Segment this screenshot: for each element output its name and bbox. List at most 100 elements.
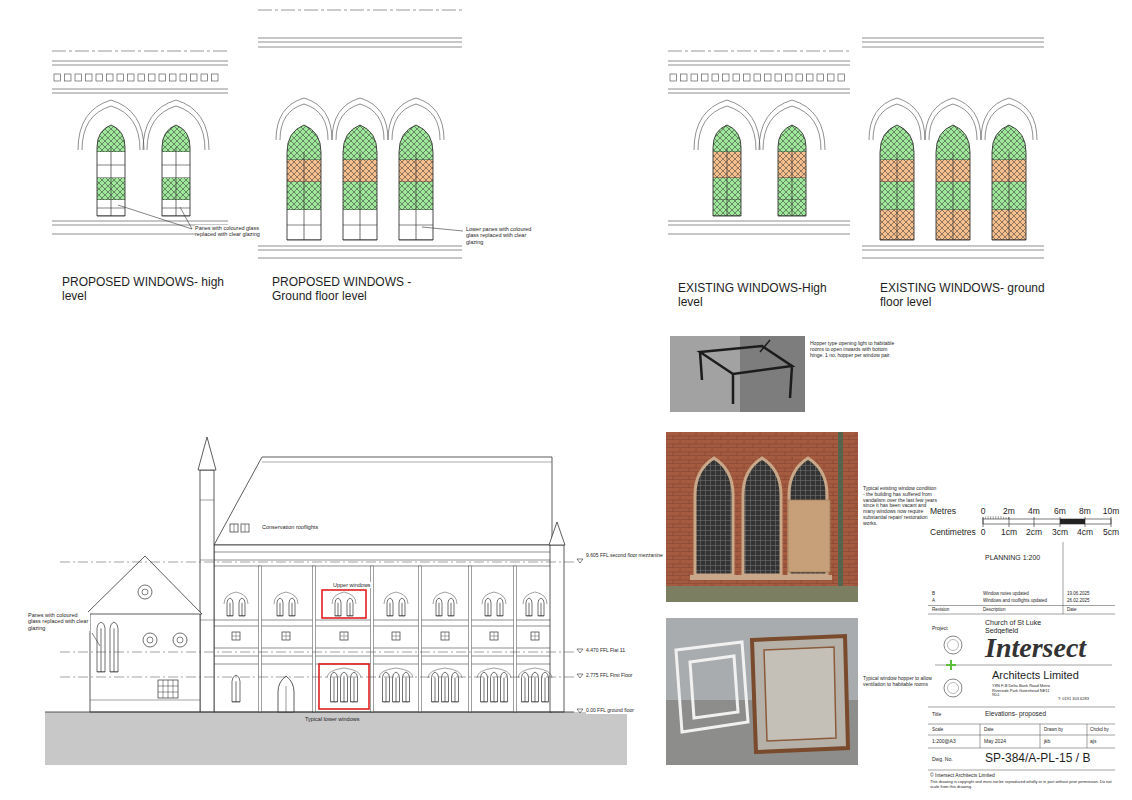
lancet-window bbox=[403, 672, 410, 702]
mullion bbox=[242, 603, 243, 616]
centre-line bbox=[52, 51, 228, 52]
scale-number: 10m bbox=[1103, 507, 1120, 517]
window-frame bbox=[335, 598, 341, 616]
glazing-pane bbox=[289, 598, 295, 616]
window-frame bbox=[97, 622, 105, 672]
church-elevation bbox=[45, 437, 627, 765]
title-block bbox=[928, 515, 1115, 770]
leader-line bbox=[422, 227, 463, 231]
window-frame bbox=[532, 672, 539, 702]
window-glazing bbox=[399, 598, 405, 616]
window-glazing bbox=[277, 598, 283, 616]
table-header-holder: Chckd by bbox=[1090, 727, 1109, 732]
copyright-note: © Intersect Architects Limited bbox=[930, 773, 995, 779]
square-window-bars bbox=[392, 632, 400, 640]
title-block-rule bbox=[935, 665, 1112, 666]
scale-minor-tick bbox=[995, 516, 996, 519]
rose-window bbox=[173, 633, 187, 647]
window-frame bbox=[936, 125, 970, 240]
table-header: Scale bbox=[932, 727, 943, 732]
lancet-window bbox=[239, 598, 245, 616]
small-square-window bbox=[490, 632, 498, 640]
hopper-frame bbox=[700, 346, 792, 404]
mullion bbox=[545, 678, 546, 702]
level-label-holder: 9.605 FFL second floor mezzanine bbox=[586, 553, 664, 559]
scale-tick bbox=[1111, 515, 1112, 527]
scale-number: 1cm bbox=[1001, 528, 1017, 538]
table-cell-holder: Windows and rooflights updated bbox=[983, 598, 1047, 603]
scale-number: 3cm bbox=[1052, 528, 1068, 538]
lancet-window bbox=[335, 598, 341, 616]
window-glazing bbox=[287, 125, 321, 240]
section-heading: EXISTING WINDOWS- ground floor level bbox=[880, 282, 1055, 310]
down-pipe bbox=[838, 432, 843, 602]
lancet-window bbox=[542, 672, 549, 702]
scale-note-holder: PLANNING 1:200 bbox=[985, 554, 1040, 562]
mullion bbox=[439, 603, 440, 616]
scale-minor-tick bbox=[988, 516, 989, 519]
glazing-pane bbox=[331, 672, 338, 702]
table-header-holder: Revision bbox=[932, 607, 949, 612]
lancet-window bbox=[936, 125, 970, 240]
window-frame bbox=[351, 672, 358, 702]
scale-number: 4cm bbox=[1077, 528, 1093, 538]
string-course bbox=[214, 648, 552, 649]
rose-window bbox=[143, 633, 157, 647]
moulding-line bbox=[52, 89, 228, 90]
square-window-bars bbox=[490, 632, 498, 640]
lancet-window bbox=[399, 598, 405, 616]
table-cell: May 2024 bbox=[984, 739, 1006, 745]
window-glazing bbox=[383, 672, 390, 702]
scale-number: 8m bbox=[1079, 507, 1091, 517]
lancet-window bbox=[501, 672, 508, 702]
photo-caption: Typical existing window condition - the … bbox=[863, 486, 939, 526]
window-frame bbox=[778, 125, 806, 216]
window-glazing bbox=[992, 125, 1026, 240]
lancet-window bbox=[227, 598, 233, 616]
lancet-window bbox=[383, 672, 390, 702]
dentil bbox=[712, 74, 719, 81]
door-arch bbox=[278, 676, 294, 712]
mullion bbox=[386, 678, 387, 702]
dentil bbox=[159, 74, 166, 81]
square-window-bars bbox=[340, 632, 348, 640]
title-block-rule bbox=[928, 770, 1115, 771]
pinnacle-shaft bbox=[550, 545, 564, 712]
section-heading-holder: EXISTING WINDOWS-High level bbox=[678, 282, 843, 310]
lancet-window bbox=[287, 125, 321, 240]
square-window-bars bbox=[282, 632, 290, 640]
dentil bbox=[796, 74, 803, 81]
company-phone-holder: T: 0191 303 6283 bbox=[1058, 697, 1089, 702]
hopper-photo bbox=[670, 336, 805, 412]
moulding-line bbox=[52, 65, 228, 66]
dentil bbox=[75, 74, 82, 81]
lancet-window bbox=[442, 672, 449, 702]
table-header-holder: Dwg. No. bbox=[932, 757, 953, 763]
lancet-window bbox=[880, 125, 914, 240]
window-glazing bbox=[331, 672, 338, 702]
mullion bbox=[953, 152, 954, 240]
scale-number: 0 bbox=[981, 528, 986, 538]
mullion bbox=[230, 603, 231, 616]
copyright-note-holder: This drawing is copyright and must not b… bbox=[930, 780, 1115, 789]
photo-caption: Hopper type opening light to habitable r… bbox=[810, 341, 898, 358]
dentil bbox=[691, 74, 698, 81]
glazing-pane bbox=[481, 672, 488, 702]
table-header-holder: Title bbox=[932, 712, 941, 718]
table-header-holder: Date bbox=[984, 727, 994, 732]
window-glazing bbox=[162, 125, 190, 216]
dentil bbox=[838, 74, 845, 81]
rooflight-bar bbox=[245, 524, 246, 532]
annotation-note-holder: Panes with coloured glass replaced with … bbox=[195, 225, 267, 238]
lancet-window bbox=[331, 672, 338, 702]
lancet-window bbox=[347, 598, 353, 616]
glazing-pane bbox=[97, 622, 105, 672]
glazing-pane bbox=[347, 598, 353, 616]
window-glazing bbox=[335, 598, 341, 616]
pilaster bbox=[259, 566, 262, 712]
table-header: Project bbox=[932, 626, 948, 632]
project-name: Church of St Luke Sedgefield bbox=[985, 619, 1055, 635]
level-marker bbox=[577, 559, 583, 563]
glazing-pane bbox=[110, 622, 118, 672]
window-frame bbox=[448, 598, 454, 616]
